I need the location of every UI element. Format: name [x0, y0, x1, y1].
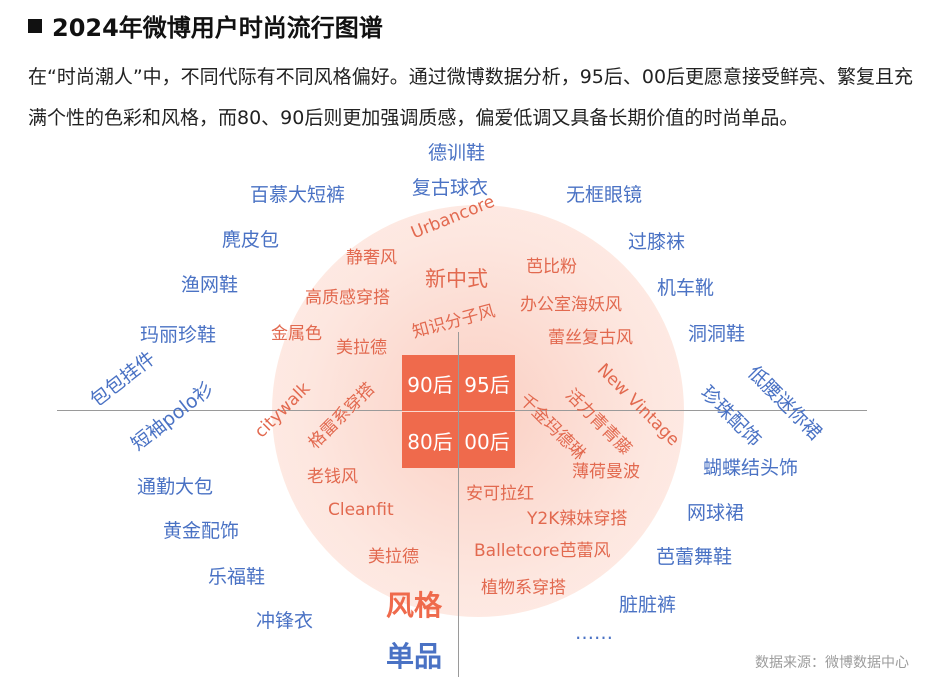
gen-00-box: 00后 [459, 412, 515, 468]
style-label: 格雷系穿搭 [304, 379, 379, 454]
item-label: 芭蕾舞鞋 [656, 546, 733, 568]
horizontal-axis [57, 410, 867, 411]
item-label: 无框眼镜 [566, 184, 643, 206]
item-label: 包包挂件 [86, 347, 160, 412]
title-square-icon [28, 18, 42, 33]
item-label: 过膝袜 [628, 231, 686, 253]
style-label: citywalk [250, 378, 315, 443]
style-label: 办公室海妖风 [520, 295, 622, 315]
item-label: 冲锋衣 [256, 610, 314, 632]
gen-95-box: 95后 [459, 355, 515, 411]
item-label: 麂皮包 [222, 229, 280, 251]
style-label: 金属色 [271, 324, 322, 344]
style-label: New Vintage [592, 359, 684, 451]
item-label: 脏脏裤 [619, 594, 677, 616]
style-label: 植物系穿搭 [481, 578, 566, 598]
style-label: Y2K辣妹穿搭 [527, 509, 628, 529]
item-label: 通勤大包 [137, 476, 214, 498]
style-label: Cleanfit [328, 500, 394, 520]
intro-paragraph: 在“时尚潮人”中，不同代际有不同风格偏好。通过微博数据分析，95后、00后更愿意… [28, 66, 914, 129]
style-label: 安可拉红 [466, 484, 534, 504]
item-label: 渔网鞋 [181, 274, 239, 296]
item-label: 洞洞鞋 [688, 323, 746, 345]
gen-80-box: 80后 [402, 412, 458, 468]
legend-item-label: 单品 [386, 640, 443, 673]
style-label: 静奢风 [346, 248, 397, 268]
style-label: 美拉德 [368, 547, 419, 567]
style-label: 蕾丝复古风 [548, 328, 633, 348]
style-label: 千金玛德琳 [515, 390, 590, 465]
item-label: 百慕大短裤 [250, 184, 346, 206]
legend-style-label: 风格 [386, 589, 443, 622]
item-label: 乐福鞋 [208, 566, 266, 588]
style-label: 老钱风 [307, 467, 358, 487]
page-title: 2024年微博用户时尚流行图谱 [28, 8, 383, 43]
style-label: 薄荷曼波 [572, 462, 640, 482]
item-label: 德训鞋 [428, 142, 486, 164]
style-label: 美拉德 [336, 338, 387, 358]
item-label: 珍珠配饰 [696, 381, 766, 452]
style-circle [272, 205, 684, 617]
item-label: 黄金配饰 [163, 520, 240, 542]
item-label: 网球裙 [687, 502, 745, 524]
item-label: 蝴蝶结头饰 [703, 457, 799, 479]
gen-90-box: 90后 [402, 355, 458, 411]
item-label: 低腰迷你裙 [743, 361, 826, 445]
title-text: 2024年微博用户时尚流行图谱 [52, 14, 383, 42]
style-label: 新中式 [425, 267, 488, 291]
item-label: 机车靴 [657, 277, 715, 299]
item-label: 短袖polo衫 [127, 377, 218, 456]
vertical-axis [458, 332, 459, 677]
item-label: 复古球衣 [412, 177, 489, 199]
source-note: 数据来源：微博数据中心 [755, 655, 909, 671]
style-label: Urbancore [408, 191, 498, 244]
style-label: 芭比粉 [526, 257, 577, 277]
style-label: 高质感穿搭 [305, 288, 390, 308]
style-label: 活力青青藤 [561, 385, 636, 460]
item-label: 玛丽珍鞋 [140, 324, 217, 346]
item-label: …… [575, 622, 613, 644]
style-label: Balletcore芭蕾风 [474, 541, 611, 561]
style-label: 知识分子风 [410, 301, 498, 343]
